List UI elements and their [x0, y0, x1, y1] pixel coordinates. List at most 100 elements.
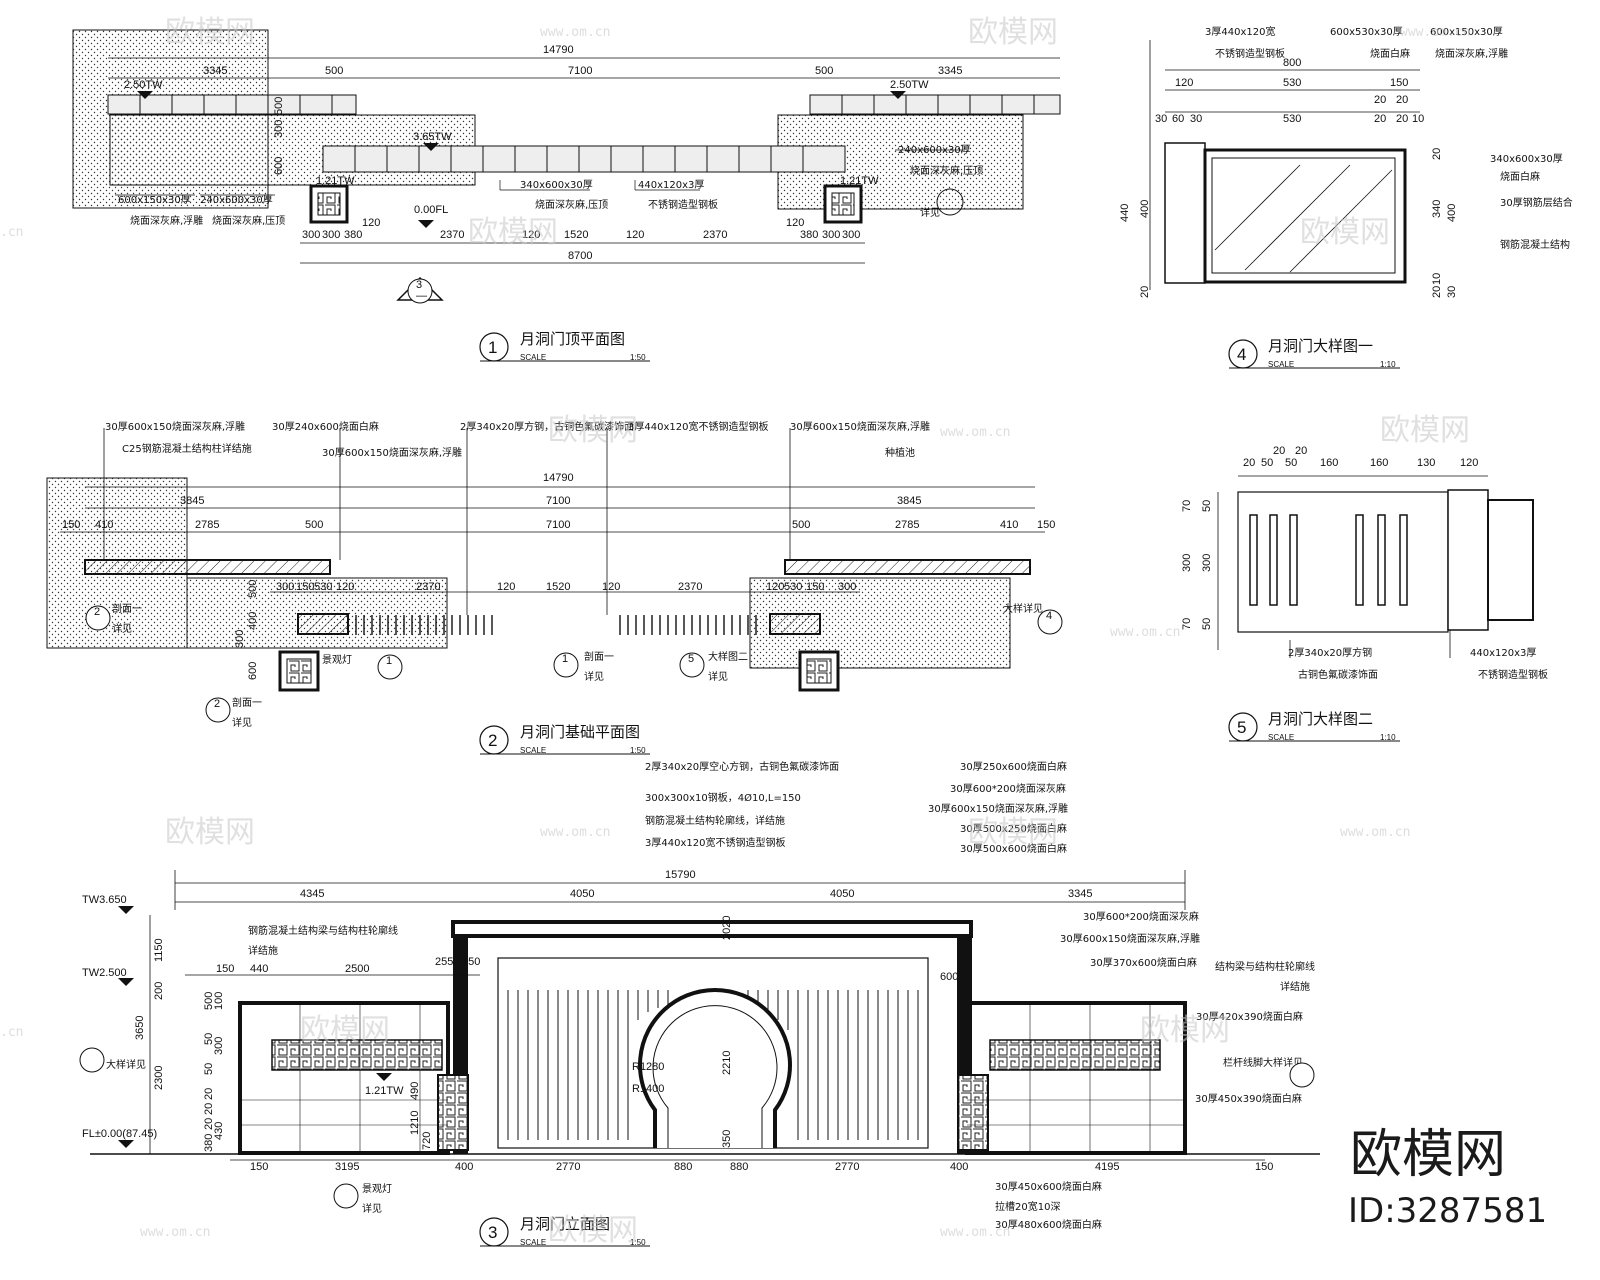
plan1-section-sub: — — [416, 290, 427, 302]
note: 3厚440x120宽不锈钢造型钢板 — [645, 836, 785, 849]
elev3-note-b2: 拉槽20宽10深 — [995, 1200, 1060, 1213]
view-number: 1 — [488, 338, 497, 357]
dim: 500 — [203, 992, 215, 1010]
watermark-site: www.om.cn — [1400, 25, 1470, 40]
dim: 3195 — [335, 1161, 359, 1173]
dim: 440 — [1119, 204, 1131, 222]
scale-label: SCALE — [1268, 360, 1294, 369]
plan2-note-c25: C25钢筋混凝土结构柱详结施 — [122, 442, 252, 455]
note: 3厚440x120宽 — [1205, 25, 1275, 38]
dim: 380 — [800, 229, 818, 241]
dim: 30 — [1155, 113, 1167, 125]
watermark-brand: 欧模网 — [1300, 215, 1390, 250]
dim: 300 — [302, 229, 320, 241]
dim: 120 — [626, 229, 644, 241]
watermark-brand: 欧模网 — [300, 1013, 390, 1048]
scale-value: 1:10 — [1380, 733, 1396, 742]
dim: 20 — [1431, 286, 1443, 298]
dim: 150 — [1390, 77, 1408, 89]
dim: 20 — [1431, 148, 1443, 160]
plan2-c4: 4 — [1046, 610, 1052, 622]
dim: 2370 — [416, 581, 440, 593]
dim: 410 — [1000, 519, 1018, 531]
note: 30厚600*200烧面深灰麻 — [950, 782, 1066, 795]
detail5-note-l2: 古铜色氟碳漆饰面 — [1298, 668, 1378, 681]
elev3-note-r8: 30厚450x390烧面白麻 — [1195, 1092, 1302, 1105]
dim: 300 — [1181, 554, 1193, 572]
plan1-note-l2: 240x600x30厚 — [200, 194, 273, 206]
watermark-brand: 欧模网 — [468, 215, 558, 250]
dim: 150 — [1037, 519, 1055, 531]
dim: 70 — [1181, 618, 1193, 630]
elev3-level3: FL±0.00(87.45) — [82, 1128, 157, 1140]
dim: 400 — [1446, 204, 1458, 222]
plan1-level-mid: 3.65TW — [413, 131, 452, 143]
plan1-note-r1: 240x600x30厚 — [898, 144, 971, 156]
dim: 50 — [1285, 457, 1297, 469]
dim: 3345 — [1068, 888, 1092, 900]
dim: 530 — [314, 581, 332, 593]
detail5-dims: 20 20 20 50 50 160 160 130 120 — [1243, 445, 1478, 469]
dim: 20 — [1374, 94, 1386, 106]
note: 钢筋混凝土结构轮廓线，详结施 — [645, 814, 785, 827]
dim: 4050 — [570, 888, 594, 900]
plan2-lamp: 景观灯 — [322, 654, 352, 666]
elevation-notes-middle: 2厚340x20厚空心方钢，古铜色氟碳漆饰面 300x300x10钢板，4Ø10… — [645, 760, 839, 849]
view-title: 月洞门立面图 — [520, 1215, 610, 1233]
elev3-left-vert: 1150 200 3650 2300 — [134, 938, 165, 1090]
dim: 1520 — [546, 581, 570, 593]
note: 600x150x30厚 — [1430, 26, 1503, 38]
dim: 300 — [213, 1037, 225, 1055]
plan1-bottom-dims: 300 300 380 120 2370 120 1520 120 2370 1… — [302, 217, 860, 241]
elev3-note-b1: 30厚450x600烧面白麻 — [995, 1180, 1102, 1193]
scale-value: 1:10 — [1380, 360, 1396, 369]
watermark-site: www.om.cn — [140, 1225, 210, 1240]
plan1-v500: 500 — [273, 97, 285, 115]
dim: 2770 — [556, 1161, 580, 1173]
watermark-brand: 欧模网 — [1380, 413, 1470, 448]
watermark-brand: 欧模网 — [548, 413, 638, 448]
plan1-section-mark: 3 — [416, 279, 422, 291]
note: 30厚500x600烧面白麻 — [960, 842, 1067, 855]
dim: 530 — [784, 581, 802, 593]
plan1-note-m2: 440x120x3厚 — [638, 179, 704, 191]
dim: 50 — [1201, 500, 1213, 512]
dim: 20 — [1139, 286, 1151, 298]
dim: 50 — [1201, 618, 1213, 630]
dim: 150 — [250, 1161, 268, 1173]
dim: 2370 — [440, 229, 464, 241]
dim: 120 — [1460, 457, 1478, 469]
elev3-dims-top: 4345 4050 4050 3345 — [300, 888, 1092, 900]
plan1-level-small-r: 1.21TW — [840, 175, 879, 187]
view-number: 4 — [1237, 345, 1246, 364]
plan1-v300: 300 — [273, 120, 285, 138]
plan1-note-m1b: 烧面深灰麻,压顶 — [535, 198, 608, 211]
plan1-note-l1: 600x150x30厚 — [118, 194, 191, 206]
plan1-dim-b: 500 — [325, 65, 343, 77]
detail5-note-r1: 440x120x3厚 — [1470, 647, 1536, 659]
elev3-h350: 350 — [721, 1130, 733, 1148]
plan2-note-30: 30厚600x150烧面深灰麻,浮雕 — [322, 446, 462, 459]
title-view-3: 3 月洞门立面图 SCALE 1:50 — [479, 1215, 650, 1247]
dim: 150 — [296, 581, 314, 593]
elev3-level4: 1.21TW — [365, 1085, 404, 1097]
corner-brand: 欧模网 — [1350, 1125, 1506, 1185]
dim: 300 — [842, 229, 860, 241]
dim: 160 — [1320, 457, 1338, 469]
dim: 2500 — [345, 963, 369, 975]
elev3-note-r7: 栏杆线脚大样详见 — [1223, 1056, 1303, 1069]
dim: 400 — [1139, 200, 1151, 218]
watermark-brand: 欧模网 — [165, 815, 255, 850]
watermark-brand: 欧模网 — [165, 15, 255, 50]
watermark-brand: 欧模网 — [968, 15, 1058, 50]
note: 30厚250x600烧面白麻 — [960, 760, 1067, 773]
dim: 150 — [462, 956, 480, 968]
note: 30厚600x150烧面深灰麻,浮雕 — [790, 420, 930, 433]
note: 钢筋混凝土结构 — [1500, 238, 1570, 251]
elev3-h1210: 1210 — [409, 1111, 421, 1135]
elev3-dims-bottom: 150 3195 400 2770 880 880 2770 400 4195 … — [250, 1161, 1273, 1173]
plan1-note-l1b: 烧面深灰麻,浮雕 — [130, 214, 203, 227]
view-number: 2 — [488, 731, 497, 750]
elev3-h720: 720 — [421, 1132, 433, 1150]
